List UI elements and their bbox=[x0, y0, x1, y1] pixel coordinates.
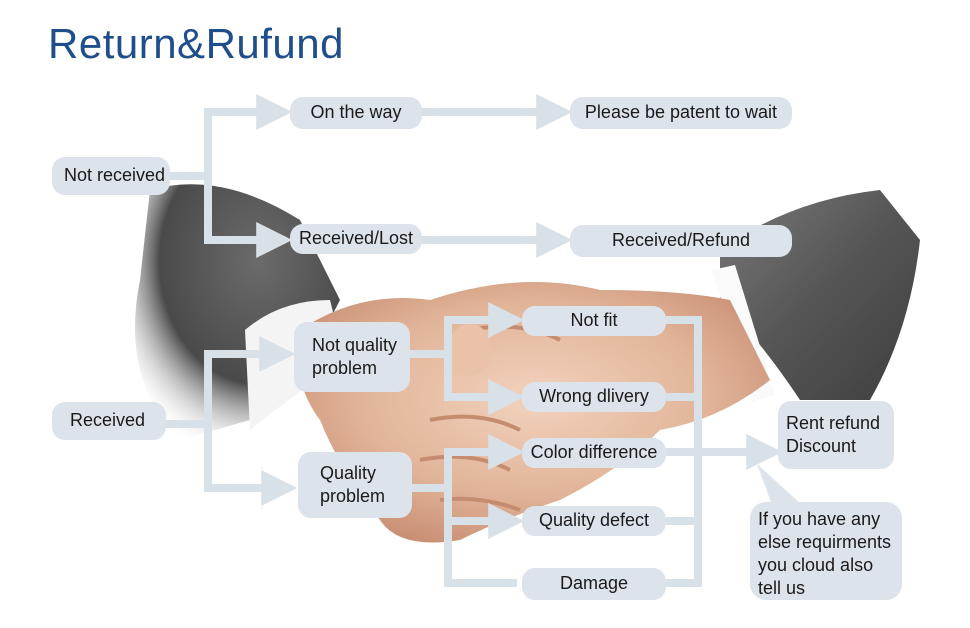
node-received-refund: Received/Refund bbox=[570, 225, 792, 257]
node-color-difference: Color difference bbox=[522, 438, 666, 468]
node-please-wait: Please be patent to wait bbox=[570, 97, 792, 129]
node-quality-defect: Quality defect bbox=[522, 506, 666, 536]
node-on-the-way: On the way bbox=[290, 97, 422, 129]
node-damage: Damage bbox=[522, 568, 666, 600]
node-received-lost: Received/Lost bbox=[290, 224, 422, 254]
node-not-fit: Not fit bbox=[522, 306, 666, 336]
page-title: Return&Rufund bbox=[48, 20, 345, 67]
node-rent-refund-discount: Rent refund Discount bbox=[778, 401, 894, 469]
callout-note: If you have any else requirments you clo… bbox=[750, 502, 902, 600]
node-not-quality-problem: Not quality problem bbox=[294, 322, 410, 392]
node-received: Received bbox=[52, 402, 166, 440]
node-not-received: Not received bbox=[52, 157, 170, 195]
node-wrong-delivery: Wrong dlivery bbox=[522, 382, 666, 412]
node-quality-problem: Quality problem bbox=[298, 452, 412, 518]
